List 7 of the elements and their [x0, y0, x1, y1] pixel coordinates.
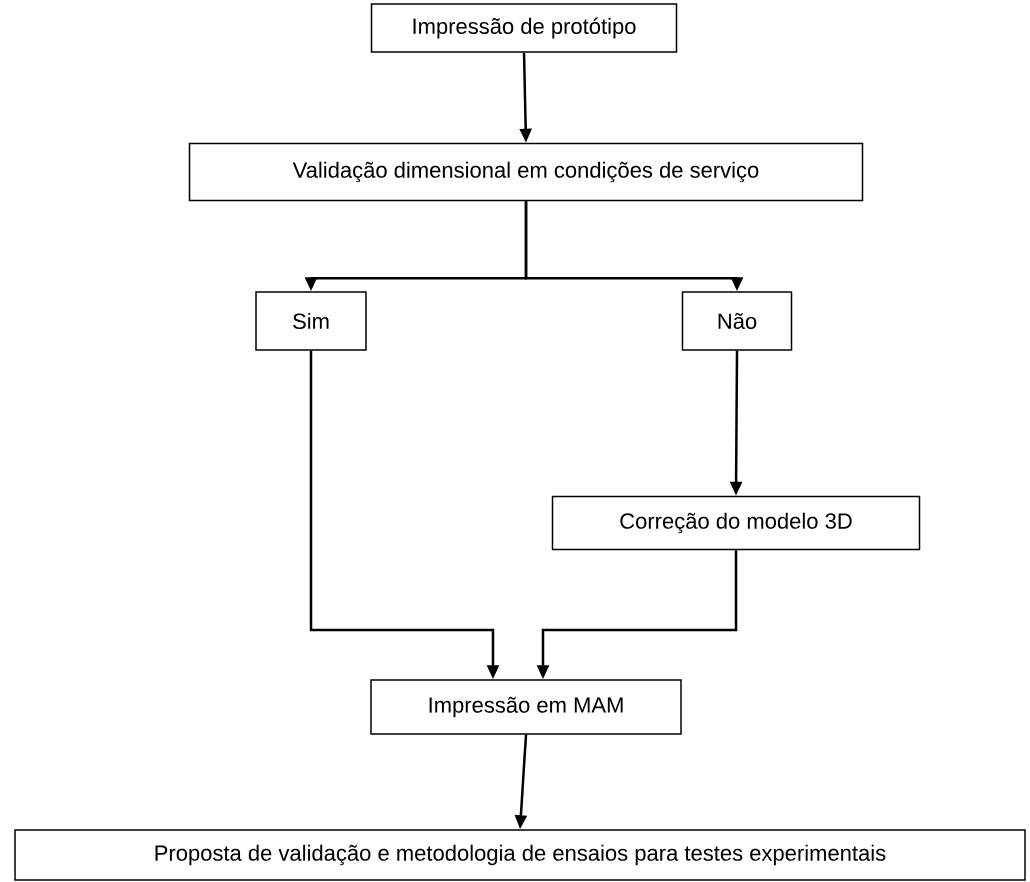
process-box: Proposta de validação e metodologia de ensaios para testes experimentais	[14, 829, 1026, 881]
process-box: Correção do modelo 3D	[551, 495, 921, 551]
process-box: Não	[681, 291, 793, 351]
process-box: Impressão de protótipo	[370, 3, 678, 53]
process-box: Impressão em MAM	[370, 679, 682, 735]
process-box: Sim	[255, 291, 367, 351]
process-box: Validação dimensional em condições de serviço	[188, 142, 864, 202]
